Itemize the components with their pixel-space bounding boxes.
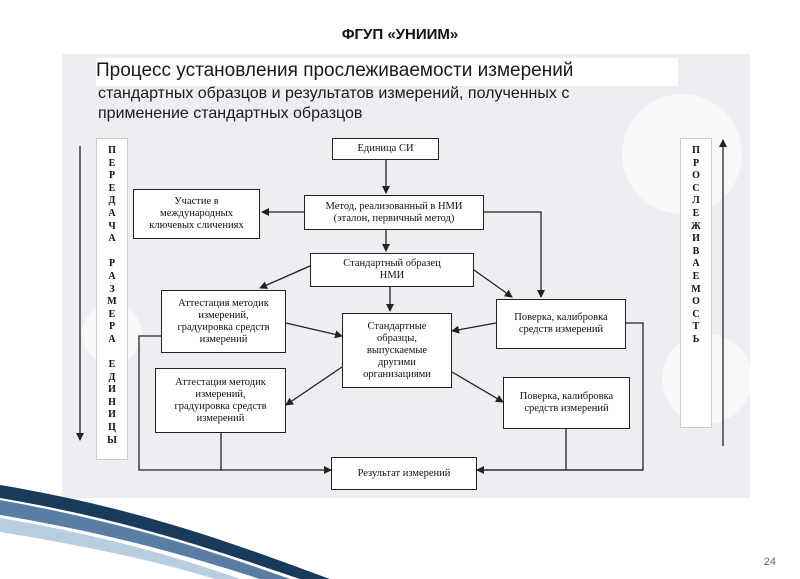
vertical-letter: Ы bbox=[107, 434, 117, 446]
measurement-result-box: Результат измерений bbox=[331, 457, 477, 490]
vertical-letter: Е bbox=[692, 207, 700, 219]
vertical-letter: М bbox=[107, 296, 117, 308]
international-comparisons-box: Участие в международных ключевых сличени… bbox=[133, 189, 260, 239]
vertical-letter: Р bbox=[692, 157, 700, 169]
other-reference-materials-box: Стандартные образцы, выпускаемые другими… bbox=[342, 313, 452, 388]
vertical-letter: А bbox=[108, 207, 116, 219]
decorative-swoosh bbox=[0, 485, 330, 579]
vertical-letter: Е bbox=[108, 157, 116, 169]
vertical-letter: А bbox=[108, 270, 116, 282]
method-attestation-box-1: Аттестация методик измерений, градуировк… bbox=[161, 290, 286, 353]
vertical-letter: Ч bbox=[108, 220, 116, 232]
nmi-method-box: Метод, реализованный в НМИ (эталон, перв… bbox=[304, 195, 484, 230]
vertical-letter: О bbox=[692, 296, 700, 308]
vertical-letter: А bbox=[108, 233, 116, 245]
vertical-letter: И bbox=[108, 409, 116, 421]
vertical-letter: В bbox=[692, 245, 700, 257]
vertical-letter: Л bbox=[692, 195, 700, 207]
vertical-letter: Р bbox=[108, 170, 116, 182]
vertical-letter: З bbox=[109, 283, 115, 295]
vertical-letter: А bbox=[692, 258, 700, 270]
slide-subtitle: стандартных образцов и результатов измер… bbox=[98, 85, 570, 122]
vertical-letter: П bbox=[108, 145, 116, 156]
vertical-letter: М bbox=[691, 283, 701, 295]
vertical-letter: Т bbox=[692, 321, 700, 333]
verification-calibration-box-2: Поверка, калибровка средств измерений bbox=[503, 377, 630, 429]
vertical-letter: Н bbox=[108, 396, 116, 408]
page-number: 24 bbox=[763, 556, 776, 568]
vertical-letter: С bbox=[692, 182, 700, 194]
vertical-letter: Д bbox=[108, 195, 116, 207]
vertical-letter: Е bbox=[108, 182, 116, 194]
vertical-letter: Ж bbox=[691, 220, 701, 232]
title-band bbox=[96, 58, 678, 86]
vertical-letter: Р bbox=[108, 321, 116, 333]
verification-calibration-box-1: Поверка, калибровка средств измерений bbox=[496, 299, 626, 349]
vertical-letter: А bbox=[108, 333, 116, 345]
vertical-letter: Е bbox=[692, 270, 700, 282]
nmi-reference-material-box: Стандартный образец НМИ bbox=[310, 253, 474, 287]
vertical-letter: О bbox=[692, 170, 700, 182]
vertical-letter: Ц bbox=[108, 422, 116, 434]
vertical-letter: И bbox=[692, 233, 700, 245]
vertical-letter: Д bbox=[108, 371, 116, 383]
vertical-letter: Е bbox=[108, 359, 116, 371]
slide-title: Процесс установления прослеживаемости из… bbox=[96, 60, 574, 81]
vertical-letter: И bbox=[108, 384, 116, 396]
unit-si-box: Единица СИ bbox=[332, 138, 439, 160]
vertical-letter: Р bbox=[108, 258, 116, 270]
organization-header: ФГУП «УНИИМ» bbox=[341, 26, 459, 43]
vertical-letter: П bbox=[692, 145, 700, 156]
vertical-letter: С bbox=[692, 308, 700, 320]
method-attestation-box-2: Аттестация методик измерений, градуировк… bbox=[155, 368, 286, 433]
vertical-letter: Е bbox=[108, 308, 116, 320]
vertical-letter: Ь bbox=[692, 333, 700, 345]
